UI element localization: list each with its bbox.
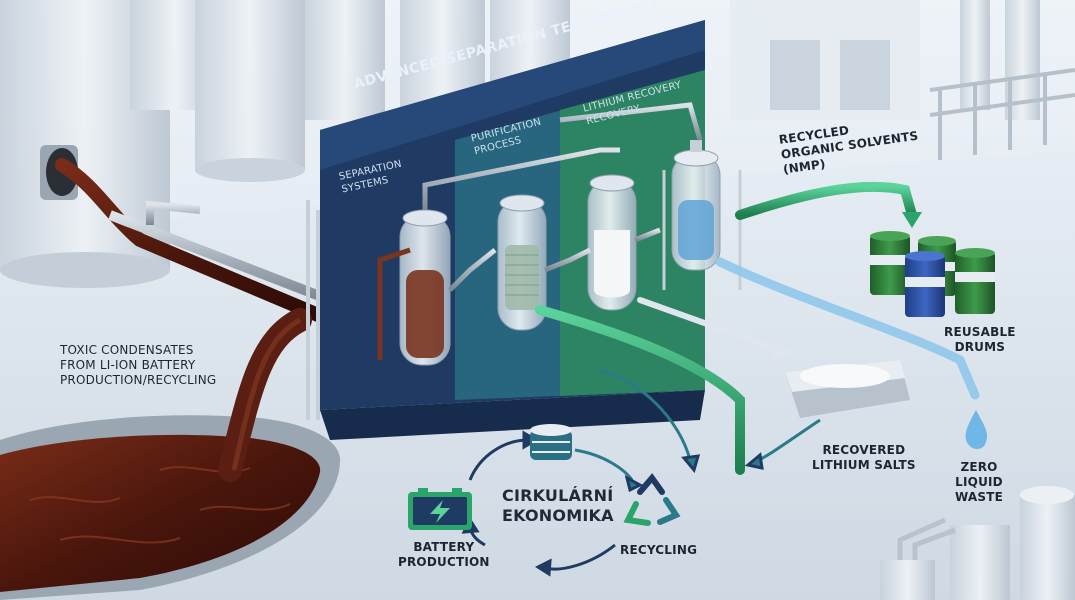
lithium-tray xyxy=(785,360,910,418)
battery-icon xyxy=(408,488,472,530)
process-pipes xyxy=(422,102,703,292)
lithium-stack-icon xyxy=(530,424,572,460)
reusable-drums xyxy=(870,231,995,317)
vessel-solvent xyxy=(662,140,742,290)
zero-liquid-waste-label: ZERO LIQUID WASTE xyxy=(955,460,1004,504)
reusable-drums-label: REUSABLE DRUMS xyxy=(944,325,1016,354)
battery-production-label: BATTERY PRODUCTION xyxy=(398,540,490,569)
circular-economy-label: CIRKULÁRNÍ EKONOMIKA xyxy=(502,486,614,525)
output-pipes xyxy=(535,181,980,475)
circular-arrows xyxy=(461,368,821,577)
recycling-icon xyxy=(623,473,681,526)
vessel-separation xyxy=(377,209,451,366)
recycling-label: RECYCLING xyxy=(620,543,698,557)
recovered-lithium-label: RECOVERED LITHIUM SALTS xyxy=(812,443,916,472)
toxic-pool xyxy=(0,308,340,600)
water-drop xyxy=(965,410,988,450)
outlet-pipe xyxy=(40,145,337,327)
toxic-condensates-label: TOXIC CONDENSATES FROM Li-ion BATTERY PR… xyxy=(60,343,217,387)
vessel-lithium xyxy=(587,174,637,311)
vessel-purification xyxy=(497,194,547,331)
